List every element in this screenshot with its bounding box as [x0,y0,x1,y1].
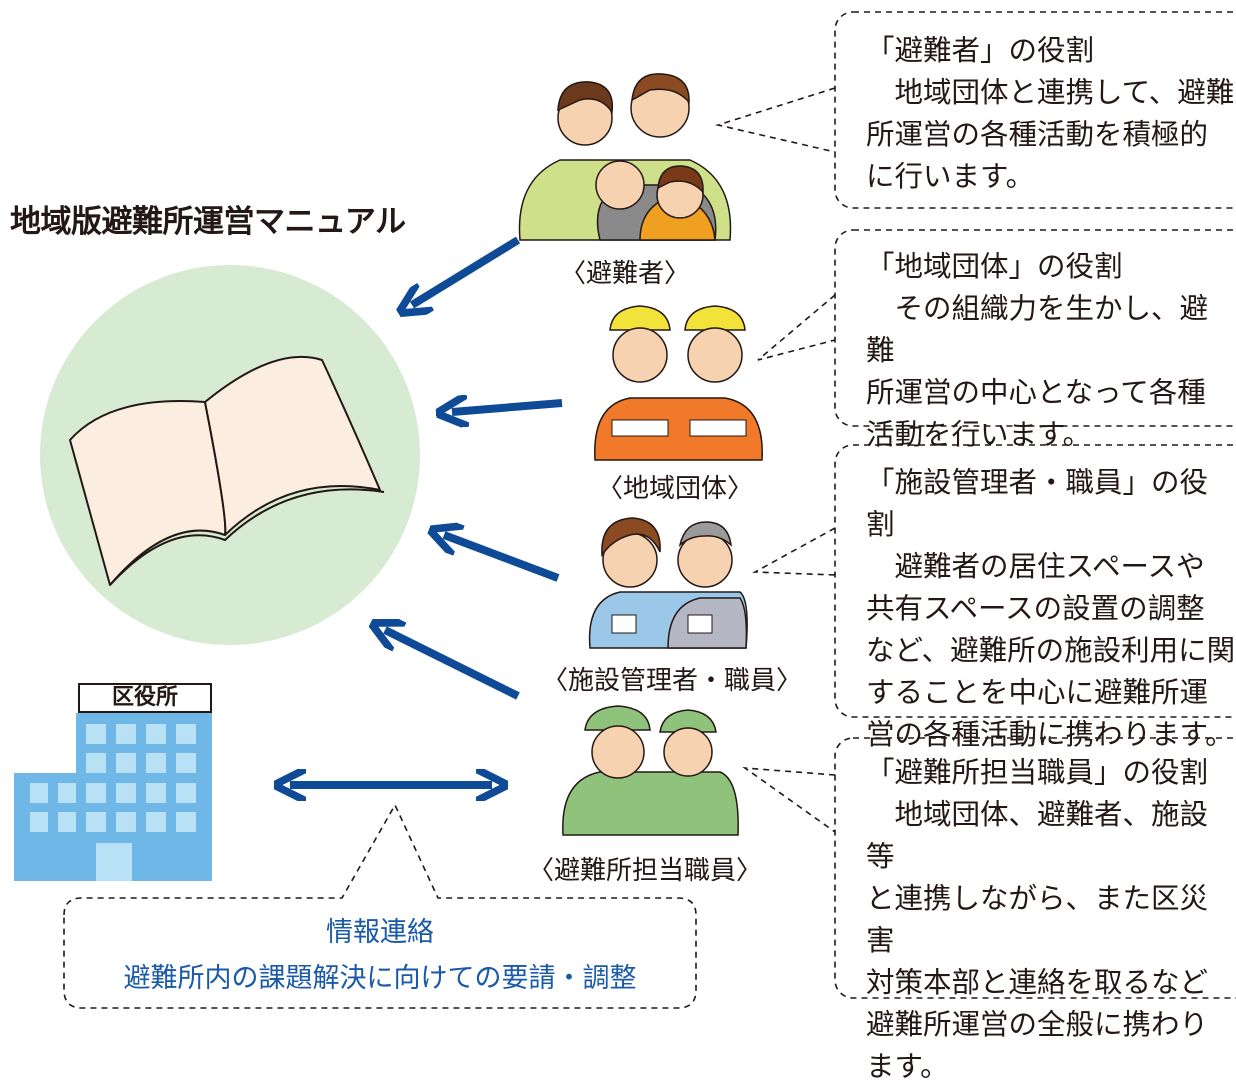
role-line: その組織力を生かし、避難 [866,292,1209,367]
info-callout: 情報連絡 避難所内の課題解決に向けての要請・調整 [64,910,696,1002]
role-line: 共有スペースの設置の調整 [866,592,1205,625]
evacuees-illustration [518,73,732,241]
role-line: 避難者の居住スペースや [894,550,1205,583]
ward-office-label: 区役所 [78,683,212,713]
role-line: 所運営の中心となって各種 [866,376,1206,409]
role-line: 活動を行います。 [866,418,1092,451]
diagram-graphics [14,11,1236,1009]
callout-evacuees [834,11,1236,209]
role-line: 避難所運営の全般に携わり [866,1008,1209,1041]
role-line: 営の各種活動に携わります。 [866,718,1234,751]
label-staff: 〈避難所担当職員〉 [528,856,763,886]
role-box-staff: 「避難所担当職員」の役割 地域団体、避難者、施設等 と連携しながら、また区災害 … [866,752,1236,1088]
arrows [290,236,563,785]
staff-illustration [562,705,739,836]
role-line: と連携しながら、また区災害 [866,882,1209,957]
callout-community [834,229,1236,427]
role-line: に行います。 [866,160,1035,193]
role-heading: 「避難者」の役割 [866,34,1095,67]
role-line: ます。 [866,1050,949,1083]
label-evacuees: 〈避難者〉 [560,259,691,289]
arrow-evacuees [412,236,521,305]
info-detail: 避難所内の課題解決に向けての要請・調整 [123,963,637,994]
role-heading: 「地域団体」の役割 [866,250,1123,283]
role-heading: 「避難所担当職員」の役割 [866,756,1209,789]
label-community: 〈地域団体〉 [597,474,754,504]
role-line: 地域団体と連携して、避難 [894,76,1235,109]
callout-facility [834,444,1236,718]
role-line: することを中心に避難所運 [866,676,1209,709]
book-icon [69,356,385,586]
callout-staff [834,737,1236,999]
role-box-facility: 「施設管理者・職員」の役割 避難者の居住スペースや 共有スペースの設置の調整 な… [866,462,1236,756]
role-line: 地域団体、避難者、施設等 [866,798,1209,873]
page-title: 地域版避難所運営マニュアル [10,204,406,240]
ward-office-building [14,713,212,881]
role-heading: 「施設管理者・職員」の役割 [866,466,1209,541]
role-line: など、避難所の施設利用に関 [866,634,1236,667]
role-box-community: 「地域団体」の役割 その組織力を生かし、避難 所運営の中心となって各種 活動を行… [866,246,1236,456]
arrow-community [452,403,563,412]
diagram: 地域版避難所運営マニュアル 〈避難者〉 〈地域団体〉 〈施設管理者・職員〉 〈避… [10,11,1236,1083]
info-title: 情報連絡 [326,917,434,948]
label-facility: 〈施設管理者・職員〉 [542,666,803,696]
community-illustration [594,305,763,461]
role-box-evacuees: 「避難者」の役割 地域団体と連携して、避難 所運営の各種活動を積極的 に行います… [866,30,1234,198]
arrow-facility [444,535,560,582]
callouts [63,11,1236,1009]
callout-info [63,803,697,1009]
role-line: 対策本部と連絡を取るなど [866,966,1209,999]
facility-illustration [588,517,748,649]
arrow-staff [385,630,520,700]
role-line: 所運営の各種活動を積極的 [866,118,1209,151]
